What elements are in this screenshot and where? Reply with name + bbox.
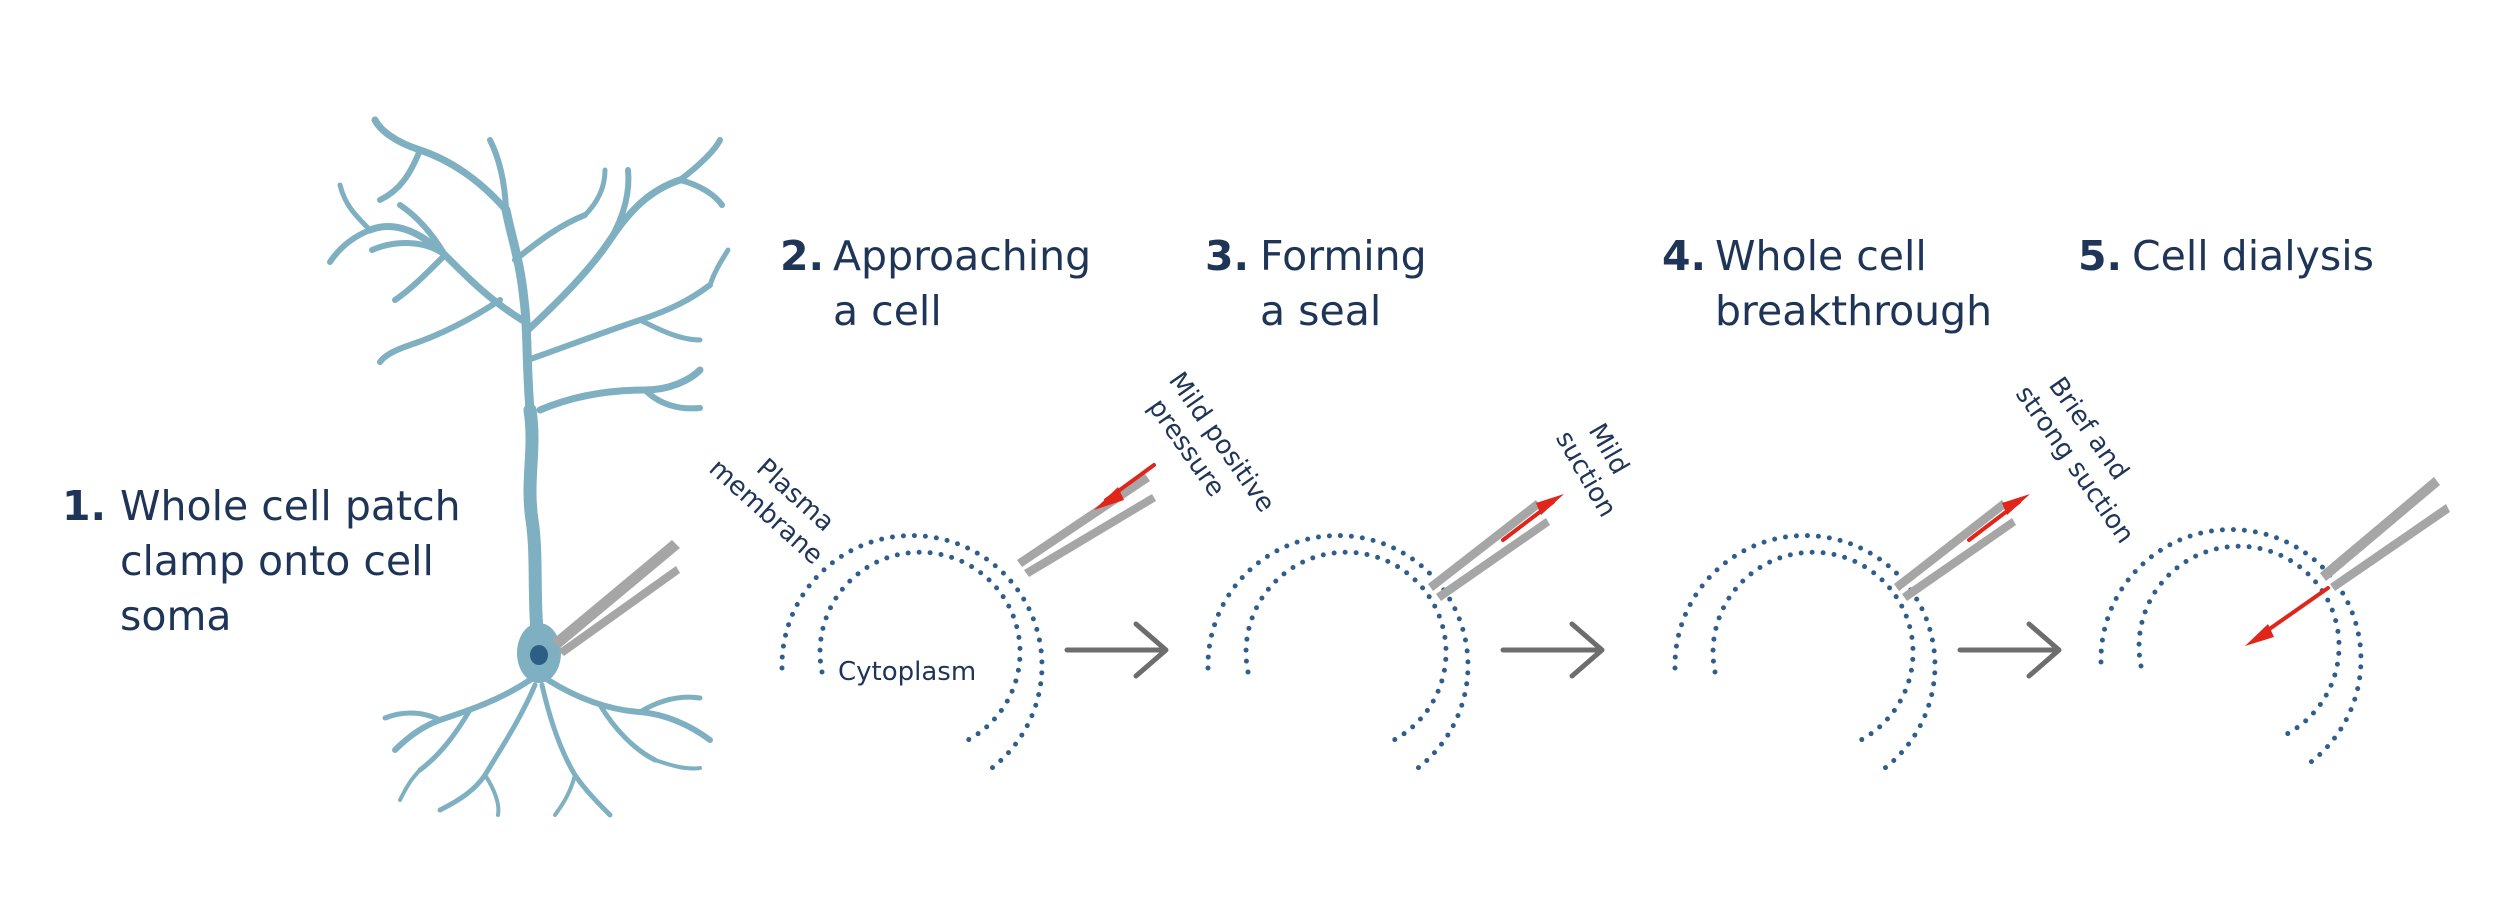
plasma-membrane-outer [1205,533,1471,771]
pipette-icon [558,566,680,656]
plasma-membrane-label: Plasma membrane [703,429,850,570]
pipette-icon [552,540,680,648]
step-5-title: 5. Cell dialysis [2078,232,2374,280]
pipette-icon [1024,494,1156,577]
step-5-cell [2098,477,2450,765]
plasma-membrane-inner [817,549,1023,743]
dialysis-arrowhead [2245,624,2274,646]
step-4-cell: Brief and strong suction [1672,362,2166,771]
plasma-membrane-inner [2136,543,2342,737]
plasma-membrane-outer [779,533,1045,771]
pipette-icon [1902,518,2016,601]
step-3-title: 3. Forming a seal [1205,232,1440,335]
nucleus [530,645,548,665]
pipette-icon [2330,504,2450,591]
suction-arrowhead [1536,494,1564,515]
step-3-cell: Mild suction [1205,410,1650,771]
plasma-membrane-inner [1710,549,1916,743]
neuron-illustration [327,116,731,818]
arrow-right-icon [1064,621,1169,679]
pipette-icon [1436,518,1550,601]
pipette-icon [1017,474,1150,567]
plasma-membrane-inner [1243,549,1449,743]
step-2-title: 2. Approaching a cell [780,232,1104,335]
cytoplasm-label: Cytoplasm [838,657,976,687]
pipette-icon [2320,477,2440,581]
plasma-membrane-outer [1672,533,1938,771]
brief-strong-suction-label: Brief and strong suction [2009,362,2166,549]
mild-suction-label: Mild suction [1549,410,1650,523]
pipette-icon [1894,500,2007,591]
arrow-right-icon [1500,621,1605,679]
pressure-arrowhead [1094,487,1124,510]
arrow-right-icon [1957,621,2062,679]
step-2-cell: Plasma membrane Cytoplasm Mild positive … [703,367,1285,771]
pipette-icon [1428,500,1541,591]
step-1-title: 1. Whole cell patch clamp onto cell soma [62,482,474,640]
mild-positive-pressure-label: Mild positive pressure [1136,367,1285,543]
strong-suction-arrowhead [2002,494,2030,515]
plasma-membrane-outer [2098,527,2364,765]
step-4-title: 4. Whole cell breakthrough [1662,232,1992,335]
